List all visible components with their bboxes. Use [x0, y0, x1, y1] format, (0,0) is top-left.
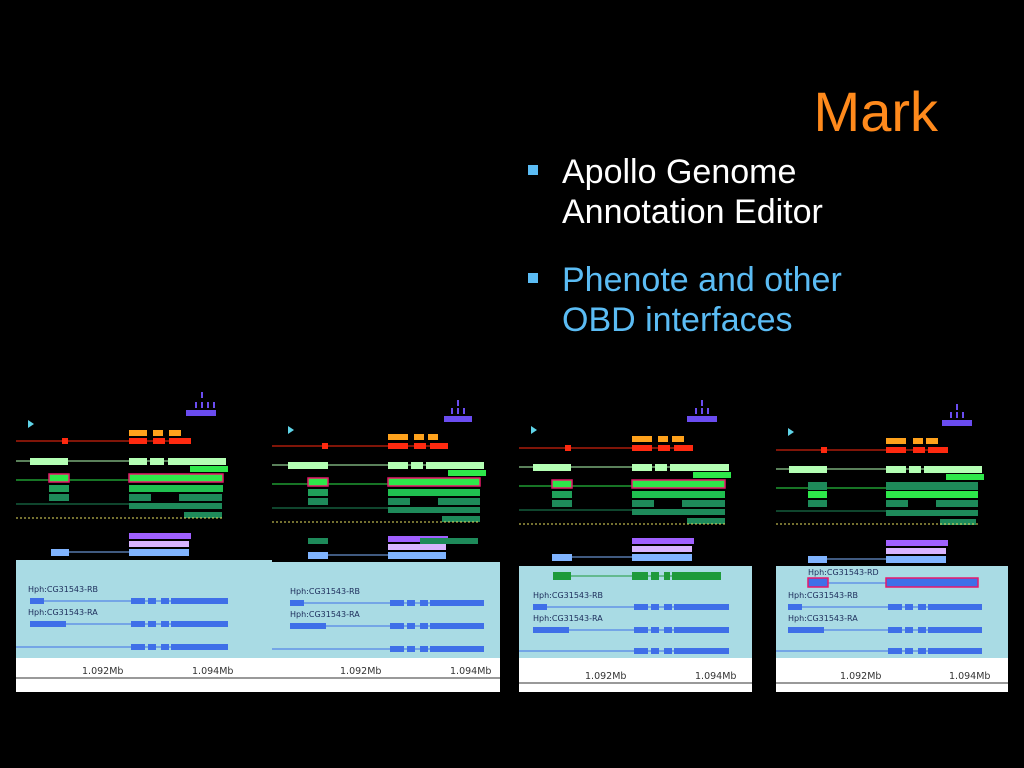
orange-feature[interactable] — [632, 436, 684, 442]
result-tracks — [16, 388, 276, 560]
green-transcript-block[interactable] — [519, 479, 726, 525]
evidence-cluster-icon — [444, 400, 472, 422]
transcript-RD-selected[interactable] — [807, 577, 979, 588]
purple-feature[interactable] — [808, 540, 948, 563]
scale-bar: 1.092Mb 1.094Mb — [16, 658, 276, 692]
track-arrow-icon[interactable] — [288, 426, 294, 434]
apollo-panel-3: Hph:CG31543-RB Hph:CG31543-RA — [519, 396, 752, 692]
transcript-label: Hph:CG31543-RB — [290, 587, 360, 596]
scale-label-left: 1.092Mb — [82, 666, 123, 677]
red-feature[interactable] — [16, 438, 191, 444]
transcript-label: Hph:CG31543-RA — [290, 610, 360, 619]
annotation-tier: Hph:CG31543-RB Hph:CG31543-RA — [272, 562, 500, 658]
bullet-apollo: Apollo Genome Annotation Editor — [522, 152, 1002, 232]
orange-feature[interactable] — [388, 434, 438, 440]
evidence-cluster-icon — [942, 404, 972, 426]
transcript-label: Hph:CG31543-RB — [28, 585, 98, 594]
transcript-RB[interactable] — [533, 604, 729, 610]
slide-title: Mark — [813, 80, 938, 143]
scale-bar: 1.092Mb 1.094Mb — [776, 658, 1008, 692]
scale-label-right: 1.094Mb — [695, 671, 736, 682]
light-green-feature[interactable] — [519, 464, 731, 478]
scale-label-left: 1.092Mb — [840, 671, 881, 682]
transcript-label: Hph:CG31543-RB — [788, 591, 858, 600]
transcript-RA[interactable] — [30, 621, 228, 627]
scale-label-right: 1.094Mb — [949, 671, 990, 682]
red-feature[interactable] — [272, 443, 448, 449]
purple-feature[interactable] — [552, 538, 694, 561]
track-arrow-icon[interactable] — [531, 426, 537, 434]
annotation-tier: Hph:CG31543-RB Hph:CG31543-RA — [519, 566, 752, 658]
evidence-cluster-icon — [687, 400, 717, 422]
transcript-RA[interactable] — [533, 627, 729, 633]
transcript-third[interactable] — [776, 648, 982, 654]
result-tracks — [776, 400, 1008, 566]
track-arrow-icon[interactable] — [788, 428, 794, 436]
red-feature[interactable] — [776, 447, 948, 453]
square-bullet-icon — [528, 165, 538, 175]
transcript-RB[interactable] — [290, 600, 484, 606]
light-green-feature[interactable] — [272, 462, 486, 476]
scale-label-left: 1.092Mb — [340, 666, 381, 677]
transcript-third[interactable] — [16, 644, 228, 650]
transcript-RA[interactable] — [788, 627, 982, 633]
transcript-label: Hph:CG31543-RA — [533, 614, 603, 623]
bullet-list: Apollo Genome Annotation Editor Phenote … — [522, 152, 1002, 368]
apollo-panel-1: Hph:CG31543-RB Hph:CG31543-RA — [16, 388, 276, 692]
green-transcript-block[interactable] — [16, 473, 224, 519]
scale-label-right: 1.094Mb — [450, 666, 491, 677]
transcript-label: Hph:CG31543-RA — [788, 614, 858, 623]
scale-label-right: 1.094Mb — [192, 666, 233, 677]
bullet-phenote: Phenote and other OBD interfaces — [522, 260, 1002, 340]
transcript-label: Hph:CG31543-RB — [533, 591, 603, 600]
annotation-tier: Hph:CG31543-RB Hph:CG31543-RA — [16, 560, 276, 658]
transcript-third[interactable] — [272, 646, 484, 652]
green-transcript-block[interactable] — [272, 477, 481, 523]
transcript-RA[interactable] — [290, 623, 484, 629]
transcript-label: Hph:CG31543-RD — [808, 568, 879, 577]
purple-feature[interactable] — [308, 536, 478, 559]
scale-label-left: 1.092Mb — [585, 671, 626, 682]
evidence-cluster-icon — [186, 392, 216, 416]
apollo-panel-4: Hph:CG31543-RD Hph:CG31543-RB Hph:CG3154… — [776, 400, 1008, 692]
red-feature[interactable] — [519, 445, 693, 451]
result-tracks — [519, 396, 752, 566]
transcript-third[interactable] — [519, 648, 729, 654]
light-green-feature[interactable] — [776, 466, 984, 480]
square-bullet-icon — [528, 273, 538, 283]
result-tracks — [272, 396, 500, 562]
orange-feature[interactable] — [129, 430, 181, 436]
green-transcript-block[interactable] — [776, 482, 978, 525]
transcript-label: Hph:CG31543-RA — [28, 608, 98, 617]
transcript-RB[interactable] — [788, 604, 982, 610]
track-arrow-icon[interactable] — [28, 420, 34, 428]
bullet-phenote-text: Phenote and other OBD interfaces — [562, 261, 842, 339]
light-green-feature[interactable] — [16, 458, 228, 472]
scale-bar: 1.092Mb 1.094Mb — [519, 658, 752, 692]
transcript-RB[interactable] — [30, 598, 228, 604]
dark-green-edit-feature[interactable] — [553, 572, 721, 580]
purple-feature[interactable] — [51, 533, 191, 556]
apollo-panel-2: Hph:CG31543-RB Hph:CG31543-RA — [272, 396, 500, 692]
scale-bar: 1.092Mb 1.094Mb — [272, 658, 500, 692]
annotation-tier: Hph:CG31543-RD Hph:CG31543-RB Hph:CG3154… — [776, 566, 1008, 658]
bullet-apollo-text: Apollo Genome Annotation Editor — [562, 153, 823, 231]
orange-feature[interactable] — [886, 438, 938, 444]
